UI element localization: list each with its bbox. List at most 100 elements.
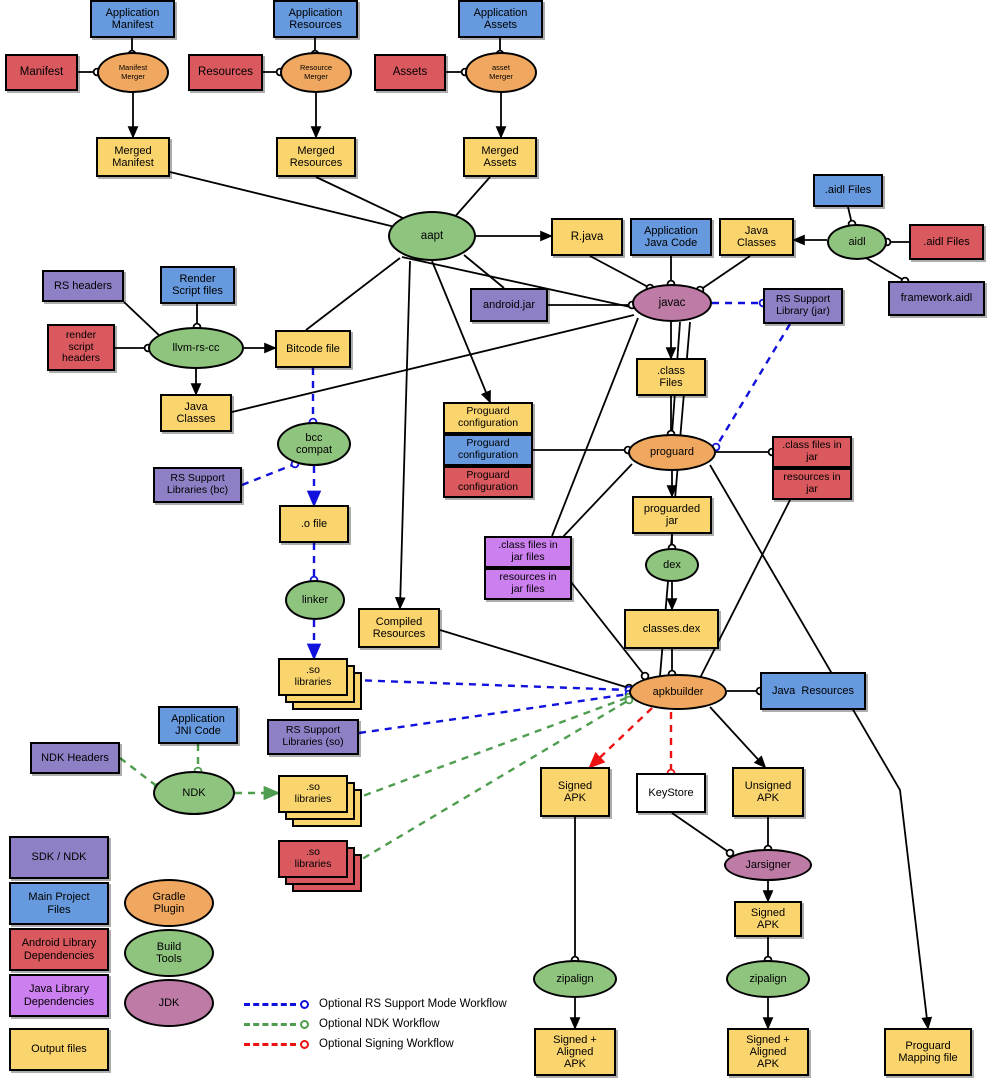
node-application-manifest[interactable]: Application Manifest xyxy=(90,0,175,38)
node-java-classes-aidl[interactable]: Java Classes xyxy=(719,218,794,256)
node-label: Manifest xyxy=(19,66,64,79)
node-label: Proguard configuration xyxy=(457,469,519,493)
node-rs-support-library-jar[interactable]: RS Support Library (jar) xyxy=(763,288,843,324)
node-label: Java Classes xyxy=(736,224,777,249)
node-label: .class files in jar files xyxy=(498,539,558,563)
node-label: proguarded jar xyxy=(643,502,701,527)
edge-solid xyxy=(463,254,505,289)
node-zipalign-right[interactable]: zipalign xyxy=(726,960,810,998)
edge-solid xyxy=(401,256,636,309)
node-aidl-files-main[interactable]: .aidl Files xyxy=(813,174,883,207)
node-manifest-merger[interactable]: Manifest Merger xyxy=(97,52,169,93)
node-assets[interactable]: Assets xyxy=(374,54,446,91)
node-signed-aligned-apk-right[interactable]: Signed + Aligned APK xyxy=(727,1028,809,1076)
node-unsigned-apk[interactable]: Unsigned APK xyxy=(732,767,804,817)
node-proguard-config-out[interactable]: Proguard configuration xyxy=(443,402,533,434)
node-render-script-files[interactable]: Render Script files xyxy=(160,266,235,304)
node-application-java-code[interactable]: Application Java Code xyxy=(630,218,712,256)
node-android-jar[interactable]: android.jar xyxy=(470,288,548,322)
legend-dash-line-icon xyxy=(244,1002,296,1006)
node-label: Signed APK xyxy=(557,779,593,804)
edge-ndk-workflow xyxy=(351,698,630,867)
legend-swatch-main-project: Main Project Files xyxy=(9,882,109,925)
node-framework-aidl[interactable]: framework.aidl xyxy=(888,281,985,316)
node-signed-aligned-apk-left[interactable]: Signed + Aligned APK xyxy=(534,1028,616,1076)
node-aidl-files-lib[interactable]: .aidl Files xyxy=(909,224,984,260)
node-classes-dex[interactable]: classes.dex xyxy=(624,609,719,649)
node-class-files-in-jar[interactable]: .class files in jar xyxy=(772,436,852,468)
node-bcc-compat[interactable]: bcc compat xyxy=(277,422,351,466)
node-label: resources in jar files xyxy=(499,571,557,595)
node-resources[interactable]: Resources xyxy=(188,54,263,91)
legend-ellipse-build-tools: Build Tools xyxy=(124,929,214,977)
node-proguarded-jar[interactable]: proguarded jar xyxy=(632,496,712,534)
edge-rs-workflow xyxy=(241,462,296,487)
node-proguard-mapping-file[interactable]: Proguard Mapping file xyxy=(884,1028,972,1076)
node-jarsigner[interactable]: Jarsigner xyxy=(724,849,812,881)
legend-swatch-label: Main Project Files xyxy=(28,891,90,916)
node-so-libraries-ndk[interactable]: .so libraries xyxy=(278,775,362,827)
node-bitcode-file[interactable]: Bitcode file xyxy=(275,330,351,368)
node-class-files[interactable]: .class Files xyxy=(636,358,706,396)
node-resources-in-jar[interactable]: resources in jar xyxy=(772,468,852,500)
node-rs-support-libraries-bc[interactable]: RS Support Libraries (bc) xyxy=(153,467,242,503)
node-label: Render Script files xyxy=(172,272,223,297)
node-keystore[interactable]: KeyStore xyxy=(636,773,706,813)
node-label: Resource Merger xyxy=(299,63,333,81)
node-proguard-config-lib[interactable]: Proguard configuration xyxy=(443,466,533,498)
node-merged-resources[interactable]: Merged Resources xyxy=(276,137,356,177)
node-label: aapt xyxy=(420,229,444,242)
node-label: .so libraries xyxy=(294,781,332,805)
node-java-classes-rs[interactable]: Java Classes xyxy=(160,394,232,432)
node-label: R.java xyxy=(570,230,604,243)
node-application-jni-code[interactable]: Application JNI Code xyxy=(158,706,238,744)
node-resources-in-jar-files[interactable]: resources in jar files xyxy=(484,568,572,600)
edge-solid xyxy=(865,257,906,282)
node-proguard[interactable]: proguard xyxy=(628,434,716,471)
node-label: Application JNI Code xyxy=(171,712,225,737)
node-merged-manifest[interactable]: Merged Manifest xyxy=(96,137,170,177)
node-application-resources[interactable]: Application Resources xyxy=(273,0,358,38)
node-merged-assets[interactable]: Merged Assets xyxy=(463,137,537,177)
edge-solid xyxy=(551,317,639,537)
node-manifest[interactable]: Manifest xyxy=(5,54,78,91)
node-asset-merger[interactable]: asset Merger xyxy=(465,52,537,93)
node-aidl[interactable]: aidl xyxy=(827,224,887,260)
node-label: asset Merger xyxy=(489,63,513,81)
node-apkbuilder[interactable]: apkbuilder xyxy=(629,674,727,710)
edge-ndk-workflow xyxy=(119,757,159,788)
node-label: .so libraries xyxy=(294,846,332,870)
node-so-libraries-lib[interactable]: .so libraries xyxy=(278,840,362,892)
node-label: Signed + Aligned APK xyxy=(553,1033,597,1071)
node-ndk-headers[interactable]: NDK Headers xyxy=(30,742,120,774)
node-compiled-resources[interactable]: Compiled Resources xyxy=(358,608,440,648)
node-rs-headers[interactable]: RS headers xyxy=(42,270,124,302)
node-application-assets[interactable]: Application Assets xyxy=(458,0,543,38)
node-linker[interactable]: linker xyxy=(285,580,345,620)
node-dex[interactable]: dex xyxy=(645,548,699,582)
node-label: NDK Headers xyxy=(41,751,109,764)
node-ndk[interactable]: NDK xyxy=(153,771,235,815)
node-signed-apk-bottom[interactable]: Signed APK xyxy=(734,901,802,937)
node-proguard-config-main[interactable]: Proguard configuration xyxy=(443,434,533,466)
node-llvm-rs-cc[interactable]: llvm-rs-cc xyxy=(148,327,244,369)
edge-solid xyxy=(169,171,400,229)
node-rs-support-libraries-so[interactable]: RS Support Libraries (so) xyxy=(267,719,359,755)
legend-workflow-row: Optional RS Support Mode Workflow xyxy=(244,998,507,1010)
node-so-libraries-rs[interactable]: .so libraries xyxy=(278,658,362,710)
node-java-resources[interactable]: Java Resources xyxy=(760,672,866,710)
node-o-file[interactable]: .o file xyxy=(279,505,349,543)
edge-solid xyxy=(123,301,163,339)
node-label: llvm-rs-cc xyxy=(172,341,220,354)
node-class-files-in-jar-files[interactable]: .class files in jar files xyxy=(484,536,572,568)
node-resource-merger[interactable]: Resource Merger xyxy=(280,52,352,93)
node-render-script-headers[interactable]: render script headers xyxy=(47,324,115,371)
node-aapt[interactable]: aapt xyxy=(388,211,476,261)
legend-swatch-java-library: Java Library Dependencies xyxy=(9,974,109,1017)
node-label: RS Support Libraries (so) xyxy=(282,724,344,748)
node-signed-apk-top[interactable]: Signed APK xyxy=(540,767,610,817)
node-r-java[interactable]: R.java xyxy=(551,218,623,256)
legend-ring-icon xyxy=(300,1019,309,1029)
node-zipalign-left[interactable]: zipalign xyxy=(533,960,617,998)
node-javac[interactable]: javac xyxy=(632,284,712,322)
